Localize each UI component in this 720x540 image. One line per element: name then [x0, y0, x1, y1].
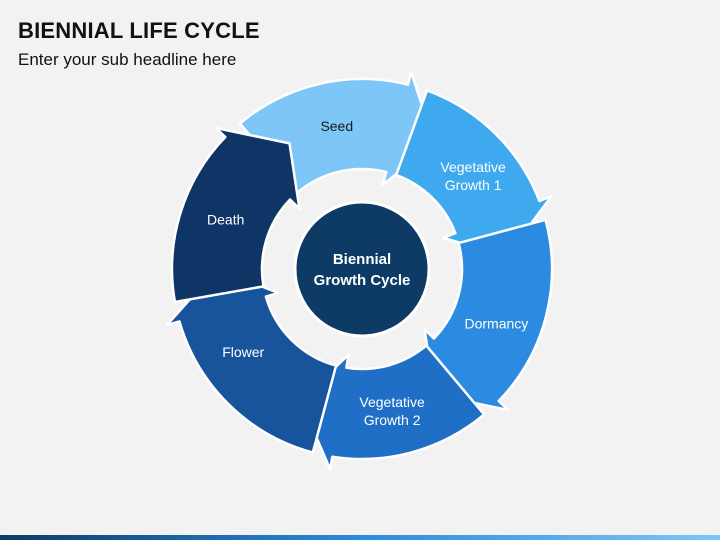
stage-label: Death — [207, 211, 244, 227]
stage-arrow — [299, 344, 486, 471]
bottom-accent-bar — [0, 535, 720, 540]
center-circle — [293, 200, 431, 338]
stage-label: Growth 1 — [445, 177, 502, 193]
stage-label: Growth 2 — [364, 412, 421, 428]
center-label-line1: Biennial — [333, 251, 391, 268]
stage-arrow — [423, 218, 554, 412]
stage-arrow — [170, 126, 301, 304]
stage-label: Vegetative — [440, 159, 506, 175]
stage-label: Seed — [320, 118, 353, 134]
stage-arrow — [165, 267, 338, 454]
center-label-line2: Growth Cycle — [314, 272, 411, 289]
stage-arrow — [394, 89, 553, 258]
page-subtitle: Enter your sub headline here — [18, 50, 237, 69]
page-title: BIENNIAL LIFE CYCLE — [18, 18, 260, 43]
stage-label: Flower — [222, 344, 264, 360]
stage-label: Dormancy — [465, 315, 529, 331]
stage-label: Vegetative — [359, 394, 425, 410]
